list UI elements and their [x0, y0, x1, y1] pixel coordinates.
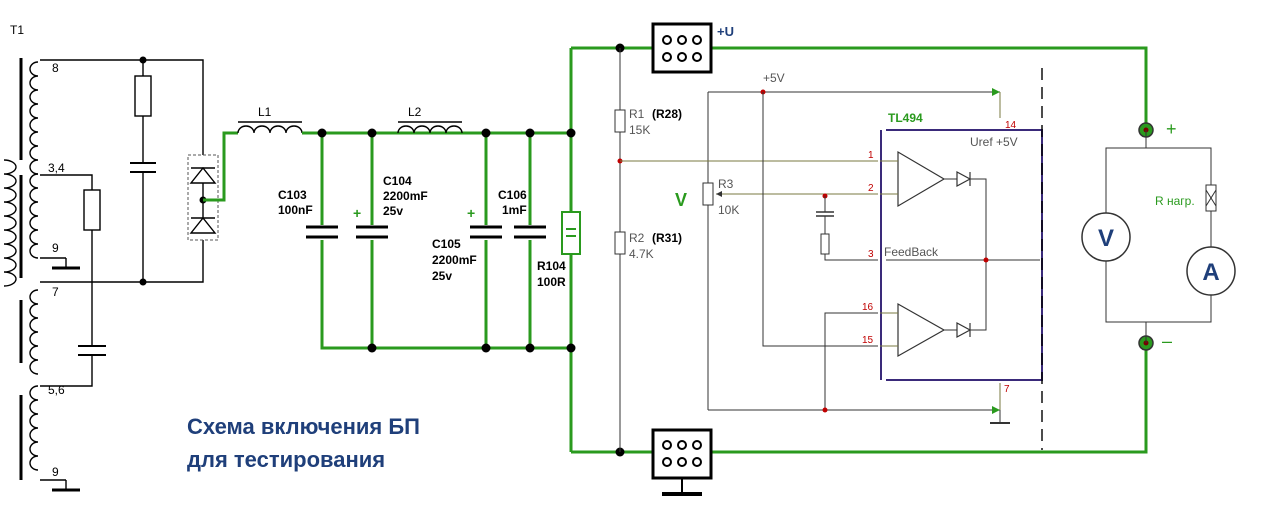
tap-9-top: 9	[52, 241, 59, 255]
caption-line-1: Схема включения БП	[187, 414, 420, 439]
load-section: + – R нагр. V A	[1081, 119, 1236, 351]
power-nodes	[317, 43, 625, 457]
r104-resistor	[561, 211, 581, 255]
plus-sign: +	[1166, 119, 1177, 139]
connector-bottom	[651, 428, 713, 496]
c104-value: 2200mF	[383, 189, 428, 203]
snubber-resistor-mid	[83, 189, 101, 231]
r3-name: R3	[718, 177, 734, 191]
ammeter-label: A	[1202, 259, 1219, 286]
minus-sign: –	[1162, 331, 1172, 351]
plus-5v-label: +5V	[763, 71, 785, 85]
svg-text:+: +	[353, 205, 361, 221]
pin-2: 2	[868, 183, 874, 194]
tap-5-6: 5,6	[48, 383, 65, 397]
l2-label: L2	[408, 105, 422, 119]
svg-text:+: +	[467, 205, 475, 221]
r104-name: R104	[537, 259, 566, 273]
error-amp-2	[897, 302, 946, 358]
tap-8: 8	[52, 61, 59, 75]
c105-name: C105	[432, 237, 461, 251]
c106-name: C106	[498, 188, 527, 202]
l1-label: L1	[258, 105, 272, 119]
r3-potentiometer	[702, 182, 714, 206]
tap-9-bottom: 9	[52, 465, 59, 479]
snubber-resistor-top	[134, 75, 152, 117]
inductor-l1	[237, 125, 303, 134]
c106-value: 1mF	[502, 203, 527, 217]
pin-7: 7	[1004, 384, 1010, 395]
r2-value: 4.7K	[629, 247, 654, 261]
r1-alt: (R28)	[652, 107, 682, 121]
rectifier-section	[40, 56, 219, 387]
r3-value: 10K	[718, 203, 739, 217]
capacitors: + + C103 100nF C104 2200mF 25v C105 2200…	[278, 174, 581, 289]
transformer-t1: T1 8 3,4 9 7 5,6 9	[3, 23, 80, 492]
connector-top: +U	[651, 22, 734, 74]
r2-alt: (R31)	[652, 231, 682, 245]
ammeter	[1186, 246, 1236, 296]
c105-value: 2200mF	[432, 253, 477, 267]
voltmeter	[1081, 212, 1131, 262]
pin-1: 1	[868, 150, 874, 161]
plus-u-label: +U	[717, 24, 734, 39]
r1-value: 15K	[629, 123, 650, 137]
pin-3: 3	[868, 249, 874, 260]
c104-name: C104	[383, 174, 412, 188]
caption-line-2: для тестирования	[187, 447, 385, 472]
c103-value: 100nF	[278, 203, 313, 217]
transformer-label: T1	[10, 23, 24, 37]
pin-16: 16	[862, 302, 874, 313]
c105-voltage: 25v	[432, 269, 452, 283]
diode-assembly	[187, 154, 219, 241]
tl494-section: +5V V R3 10K TL494 Uref +5V FeedBack 14 …	[620, 68, 1043, 450]
v-label: V	[675, 190, 687, 210]
tap-3-4: 3,4	[48, 161, 65, 175]
c104-voltage: 25v	[383, 204, 403, 218]
diode-bottom	[189, 216, 217, 234]
diode-top	[189, 166, 217, 184]
feedback-label: FeedBack	[884, 245, 939, 259]
voltmeter-label: V	[1098, 225, 1114, 252]
c103-name: C103	[278, 188, 307, 202]
error-amp-1	[897, 150, 946, 208]
r2-name: R2	[629, 231, 645, 245]
tap-7: 7	[52, 285, 59, 299]
r1-name: R1	[629, 107, 645, 121]
pin-15: 15	[862, 335, 874, 346]
inductor-l2	[397, 125, 463, 134]
pin-14: 14	[1005, 120, 1017, 131]
voltage-divider: R1 (R28) 15K R2 (R31) 4.7K	[614, 48, 682, 452]
ic-name: TL494	[888, 111, 923, 125]
r104-value: 100R	[537, 275, 566, 289]
load-label: R нагр.	[1155, 194, 1195, 208]
uref-label: Uref +5V	[970, 135, 1018, 149]
